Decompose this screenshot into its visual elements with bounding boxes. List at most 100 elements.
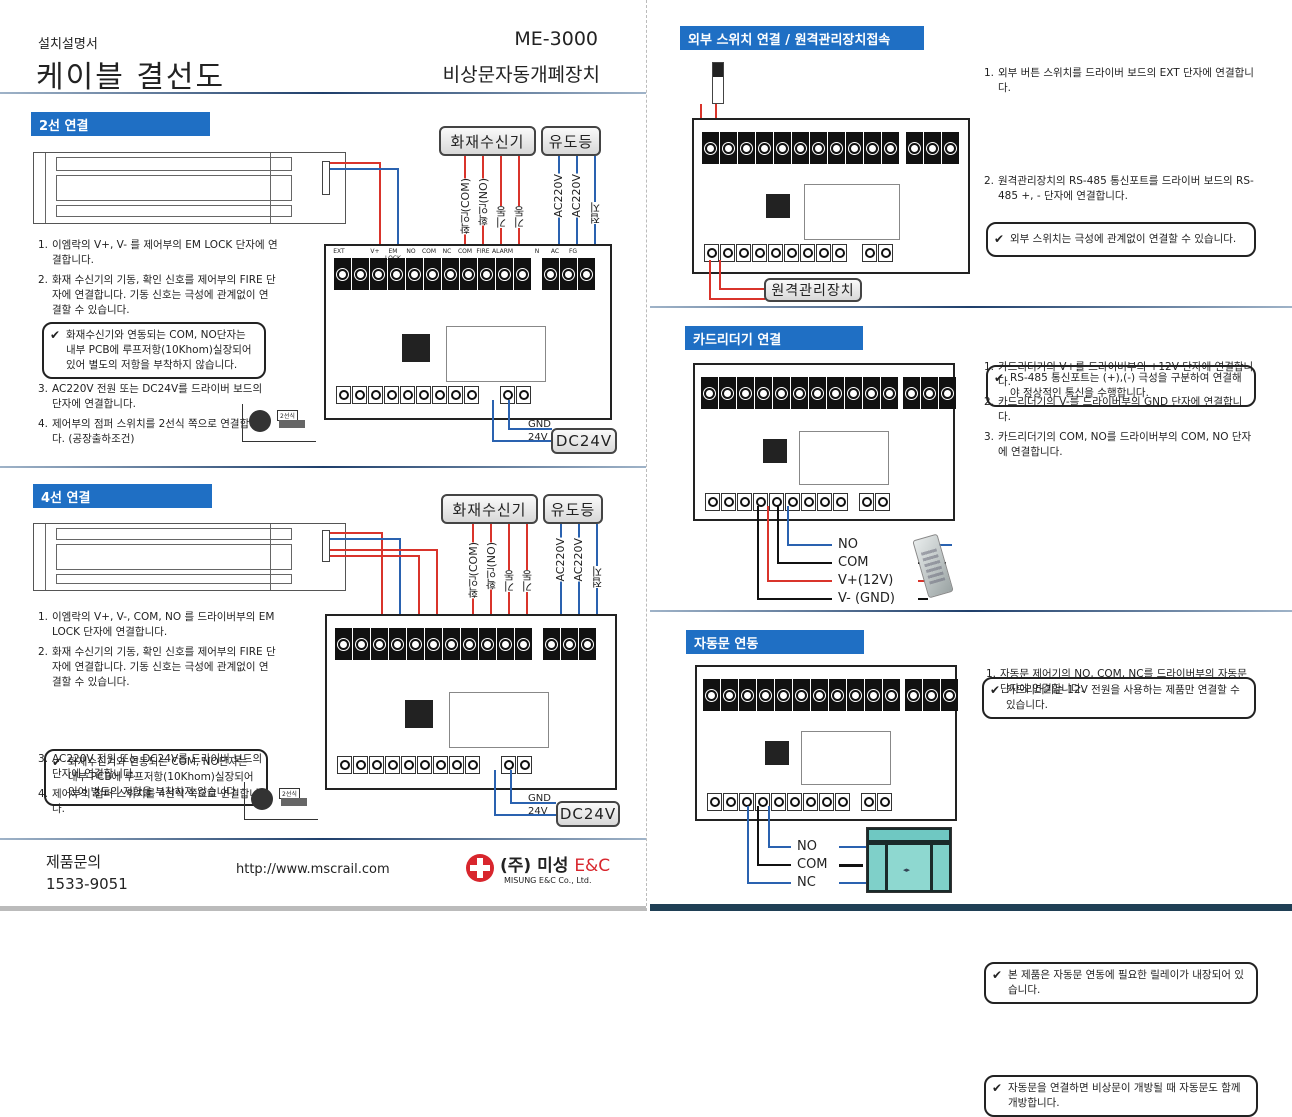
step-item: 1.카드리더기의 V+를 드라이버부의 +12V 단자에 연결합니다. [984,360,1254,390]
legend-com: COM [797,857,828,872]
dc24v-box-2wire: DC24V [551,428,617,454]
wire-vplus [330,162,381,164]
legend-no: NO [797,839,817,854]
company-name-en: MISUNG E&C Co., Ltd. [504,876,592,885]
chip [765,741,789,765]
step-item: 3.AC220V 전원 또는 DC24V를 드라이버 보드의 단자에 연결합니다… [38,382,268,412]
footer-contact: 제품문의 1533-9051 [46,851,128,895]
wire-no-4-drop [418,555,420,624]
step-num: 3. [38,753,49,765]
wire-gnd [508,400,510,430]
jumper-pins [281,798,307,806]
step-num: 1. [984,67,995,79]
driver-board-auto-door [695,665,959,821]
check-icon: ✔ [990,683,1001,697]
check-icon: ✔ [992,1081,1003,1095]
auto-door-legend: NO COM NC [797,838,869,892]
step-num: 2. [38,274,49,286]
bottom-terminal-row [705,493,891,511]
legend-vplus: V+(12V) [838,573,894,588]
chip [763,439,787,463]
section-title-card-reader: 카드리더기 연결 [685,326,863,350]
wire-ad-com [757,806,759,866]
auto-door-icon: ◂▸ [866,827,952,893]
page-fold-divider [646,0,647,911]
company-brand: E&C [574,856,611,876]
check-icon: ✔ [992,968,1003,982]
top-terminal-row [702,132,960,164]
step-item: 2.원격관리장치의 RS-485 통신포트를 드라이버 보드의 RS-485 +… [984,174,1254,204]
section-title-external-switch: 외부 스위치 연결 / 원격관리장치접속 [680,26,924,50]
v24-label-4wire: 24V [528,806,548,817]
step-item: 3.AC220V 전원 또는 DC24V를 드라이버 보드의 단자에 연결합니다… [38,752,268,782]
wire-no-4 [330,555,420,557]
check-icon: ✔ [994,371,1005,385]
step-text: AC220V 전원 또는 DC24V를 드라이버 보드의 단자에 연결합니다. [52,753,263,780]
wire-gnd-4-h [510,802,556,804]
step-item: 1.이엠락의 V+, V- 를 제어부의 EM LOCK 단자에 연결합니다. [38,238,278,268]
wire-vminus-4-drop [399,538,401,624]
note-text: 카드리더기는 12V 전원을 사용하는 제품만 연결할 수 있습니다. [1006,684,1240,711]
wire-gnd-h [508,428,552,430]
step-text: 원격관리장치의 RS-485 통신포트를 드라이버 보드의 RS-485 +, … [998,175,1254,202]
terminal-label: NO [406,248,416,255]
top-terminal-row [701,377,957,409]
step-num: 1. [986,668,997,680]
step-num: 3. [984,431,995,443]
wire-cr-no-h [787,544,832,546]
wire-label: 기동 [502,570,518,592]
legend-nc: NC [797,875,816,890]
note-text: 자동문을 연결하면 비상문이 개방될 때 자동문도 함께 개방합니다. [1008,1082,1241,1109]
wire-gnd-4 [510,770,512,804]
product-name: 비상문자동개폐장치 [442,64,600,86]
emlock-diagram-2wire [33,152,346,224]
wire-rs485-2-h [719,288,765,290]
terminal-label: N [534,248,540,255]
wire-rs485-2 [719,260,721,290]
wire-vminus-4 [330,538,400,540]
page-bottom-bar [0,906,646,911]
top-terminal-row [703,679,959,711]
step-text: 카드리더기의 V-를 드라이버부의 GND 단자에 연결합니다. [998,396,1243,423]
chip [402,334,430,362]
note-text: 화재수신기와 연동되는 COM, NO단자는 내부 PCB에 루프저항(10Kh… [66,329,252,371]
note-text: 화재수신기와 연동되는 COM, NO단자는 내부 PCB에 루프저항(10Kh… [68,756,254,798]
wire-24v-4 [494,770,496,816]
terminal-group-label: FIRE [476,248,490,255]
top-terminal-row [334,258,596,290]
bottom-terminal-row [707,793,893,811]
step-item: 1.외부 버튼 스위치를 드라이버 보드의 EXT 단자에 연결합니다. [984,66,1254,96]
check-icon: ✔ [994,232,1005,246]
step-num: 2. [984,175,995,187]
website-link[interactable]: http://www.mscrail.com [236,862,390,877]
step-num: 1. [984,361,995,373]
company-name-ko: (주) 미성 [500,856,569,876]
wire-label: 기동 [520,570,536,592]
wire-label: AC220V [552,174,565,218]
step-text: 이엠락의 V+, V-, COM, NO 를 드라이버부의 EM LOCK 단자… [52,611,275,638]
wire-ad-com-h [757,864,791,866]
step-text: 이엠락의 V+, V- 를 제어부의 EM LOCK 단자에 연결합니다. [52,239,278,266]
emlock-terminal-block [322,161,330,195]
jumper-pins [279,420,305,428]
terminal-label: V+ [370,248,380,255]
wire-cr-vplus [767,506,769,582]
step-item: 4.제어부의 점퍼 스위치를 4선식 쪽으로 연결합니다. [38,787,268,817]
step-text: 카드리더기의 COM, NO를 드라이버부의 COM, NO 단자에 연결합니다… [998,431,1252,458]
step-item: 1.자동문 제어기의 NO, COM, NC를 드라이버부의 자동문 단자에 연… [986,667,1256,697]
transformer-outline [799,431,889,485]
step-text: 제어부의 점퍼 스위치를 2선식 쪽으로 연결합니다. (공장출하조건) [52,418,259,445]
note-text: 본 제품은 자동문 연동에 필요한 릴레이가 내장되어 있습니다. [1008,969,1244,996]
wire-label: 확인(NO) [476,178,492,226]
wire-cr-vminus [757,506,759,600]
step-item: 2.화재 수신기의 기동, 확인 신호를 제어부의 FIRE 단자에 연결합니다… [38,273,278,318]
step-item: 2.화재 수신기의 기동, 확인 신호를 제어부의 FIRE 단자에 연결합니다… [38,645,278,690]
wire-com-4 [330,549,438,551]
wire-labels-4wire: 확인(COM) 확인(NO) 기동 기동 AC220V AC220V 접지 [464,524,606,624]
step-num: 1. [38,239,49,251]
driver-board-card-reader [693,363,957,521]
wire-label: 기동 [494,206,510,228]
card-reader-legend: NO COM V+(12V) V- (GND) [838,536,952,608]
note-text: 외부 스위치는 극성에 관계없이 연결할 수 있습니다. [1010,233,1237,245]
guide-light-box-4wire: 유도등 [543,494,603,524]
